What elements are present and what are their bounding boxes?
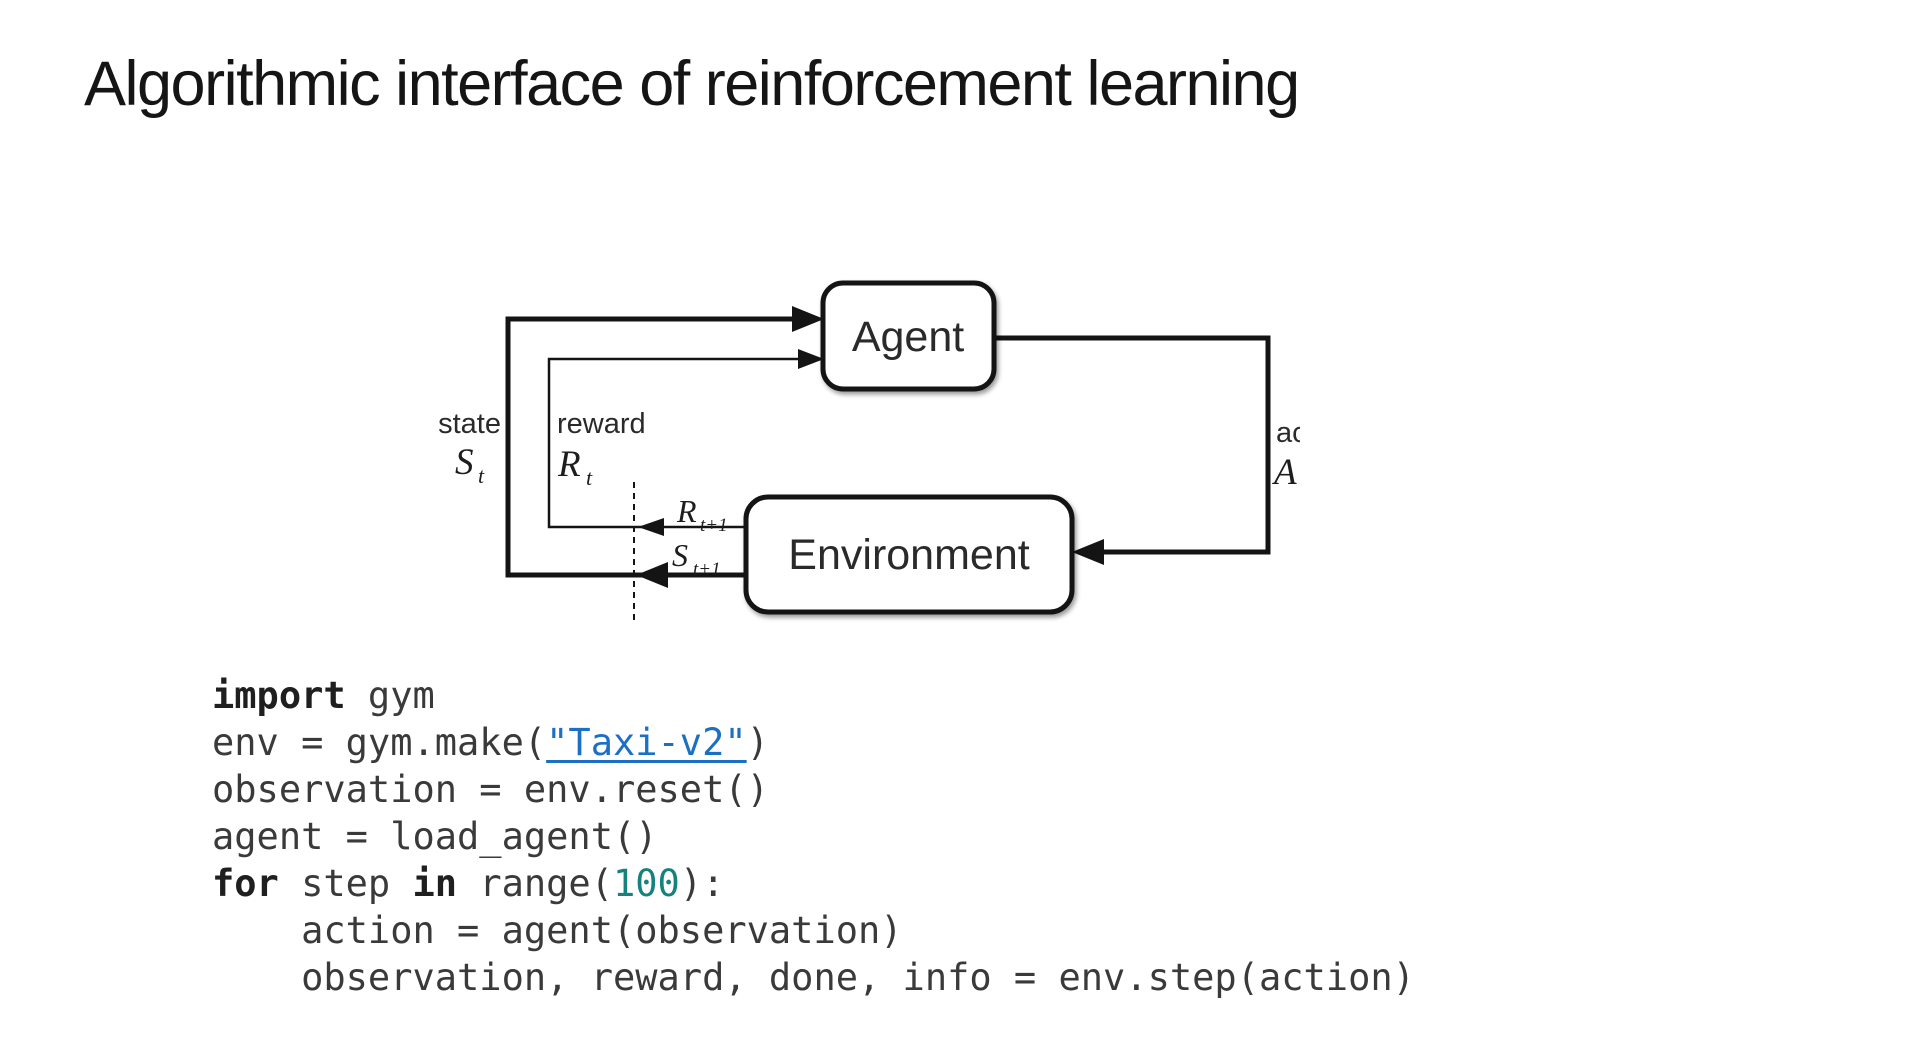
code-segment: observation, reward, done, info = env.st… — [212, 956, 1415, 999]
environment-box — [743, 494, 1075, 615]
rl-loop-svg: Agent Environment state S t reward R t R… — [438, 280, 1353, 623]
next-state-symbol: S — [672, 537, 688, 573]
action-subscript: t — [1299, 473, 1300, 498]
rl-loop-diagram: Agent Environment state S t reward R t R… — [400, 210, 1353, 630]
action-symbol: A — [1271, 452, 1297, 493]
state-symbol: S — [455, 442, 474, 483]
environment-label: Environment — [788, 531, 1029, 579]
next-reward-arrowhead — [638, 518, 664, 536]
code-segment: in — [412, 862, 458, 905]
code-segment: env = gym.make( — [212, 721, 547, 764]
reward-into-agent-arrowhead — [798, 349, 824, 369]
code-segment: 100 — [612, 862, 680, 905]
next-state-arrowhead — [636, 562, 668, 588]
next-state-subscript: t+1 — [693, 559, 721, 580]
code-segment: import — [212, 674, 346, 717]
code-line: observation, reward, done, info = env.st… — [212, 954, 1415, 1001]
action-into-environment-arrowhead — [1072, 539, 1104, 565]
code-segment: step — [278, 862, 413, 905]
code-line: import gym — [212, 672, 1415, 719]
code-line: agent = load_agent() — [212, 813, 1415, 860]
code-line: observation = env.reset() — [212, 766, 1415, 813]
reward-label: reward — [557, 408, 646, 440]
next-reward-subscript: t+1 — [700, 515, 728, 536]
code-segment: action = agent(observation) — [212, 909, 903, 952]
code-line: for step in range(100): — [212, 860, 1415, 907]
reward-subscript: t — [586, 465, 593, 490]
state-into-agent-arrowhead — [792, 306, 824, 332]
code-segment: agent = load_agent() — [212, 815, 658, 858]
code-segment: ): — [679, 862, 725, 905]
state-label: state — [438, 408, 501, 440]
state-loop-line — [505, 316, 815, 578]
action-line — [994, 335, 1271, 555]
code-segment: for — [212, 862, 279, 905]
action-label: action — [1276, 417, 1300, 449]
code-segment: observation = env.reset() — [212, 768, 769, 811]
next-reward-symbol: R — [676, 493, 697, 529]
reward-symbol: R — [557, 444, 581, 485]
taxi-v2-link[interactable]: "Taxi-v2" — [546, 721, 747, 764]
code-segment: range( — [457, 862, 613, 905]
agent-label: Agent — [852, 313, 964, 361]
agent-box — [820, 280, 997, 392]
code-line: action = agent(observation) — [212, 907, 1415, 954]
code-segment: gym — [345, 674, 435, 717]
code-segment: ) — [746, 721, 769, 764]
code-line: env = gym.make("Taxi-v2") — [212, 719, 1415, 766]
state-subscript: t — [478, 463, 485, 488]
slide-title: Algorithmic interface of reinforcement l… — [84, 49, 1300, 119]
